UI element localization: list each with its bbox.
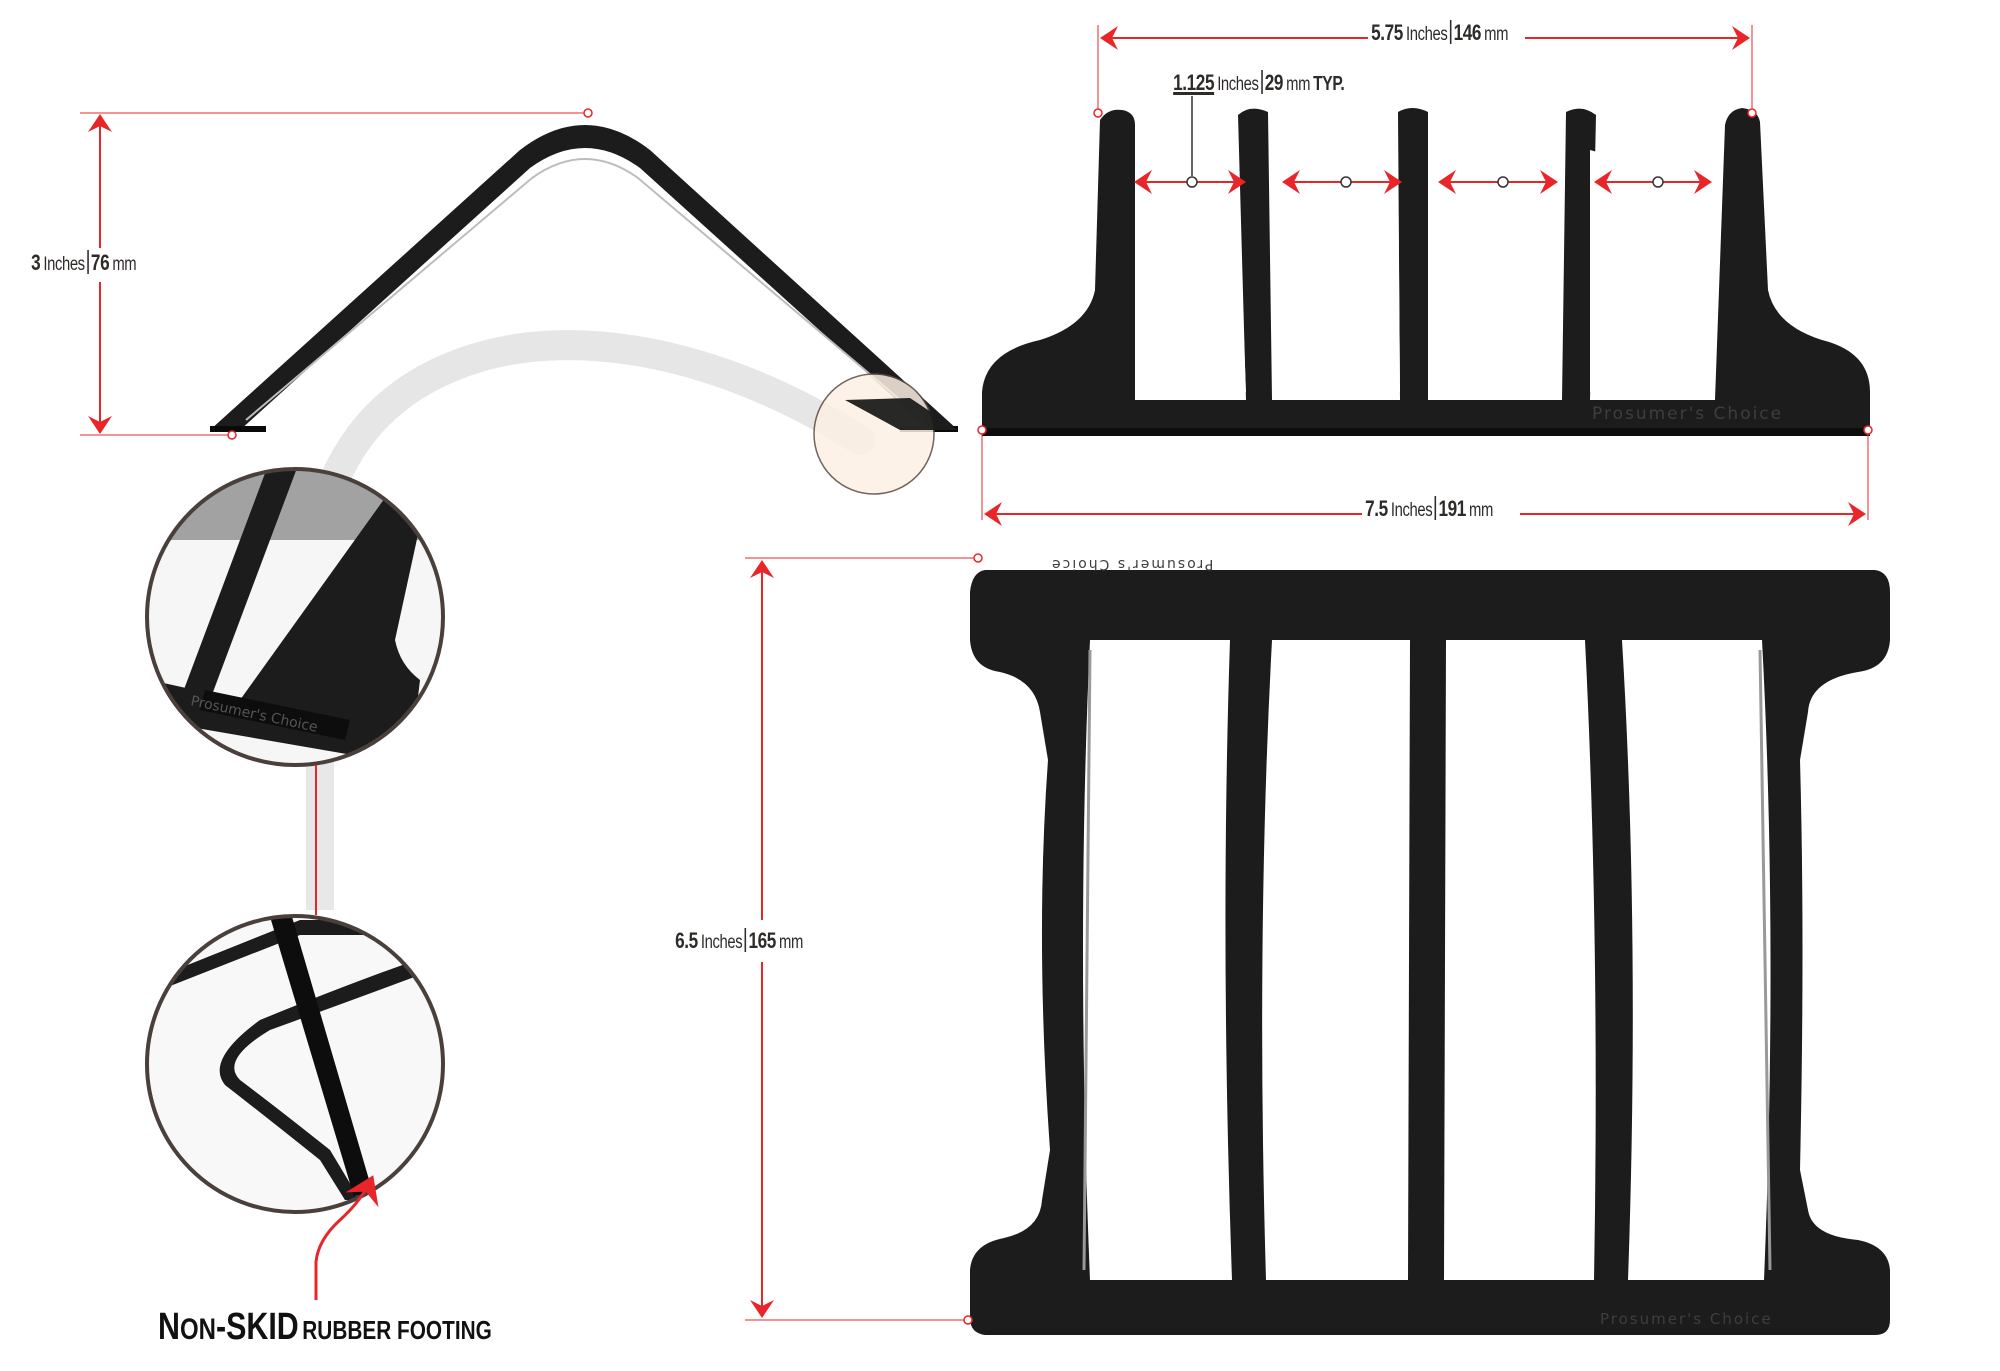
non-skid-caption: NON-SKID RUBBER FOOTING — [158, 1306, 492, 1348]
front-view — [982, 108, 1870, 436]
foot-highlight-circle — [813, 373, 935, 495]
brand-etching-top-bottom: Prosumer's Choice — [1600, 1310, 1773, 1328]
brand-etching-top-upper: Prosumer's Choice — [1050, 556, 1214, 572]
depth-dimension — [745, 553, 983, 1325]
base-length-dimension — [977, 425, 1873, 526]
connector-swoosh — [305, 330, 875, 910]
brand-etching-front: Prosumer's Choice — [1592, 404, 1784, 424]
height-dimension — [80, 108, 593, 440]
top-view — [970, 570, 1890, 1335]
outer-width-dimension — [1093, 25, 1757, 118]
detail-circle-corner: Prosumer's Choice — [145, 467, 445, 767]
front-view-slot-gaps — [1135, 150, 1715, 392]
detail-circle-rubber-foot — [145, 914, 445, 1300]
